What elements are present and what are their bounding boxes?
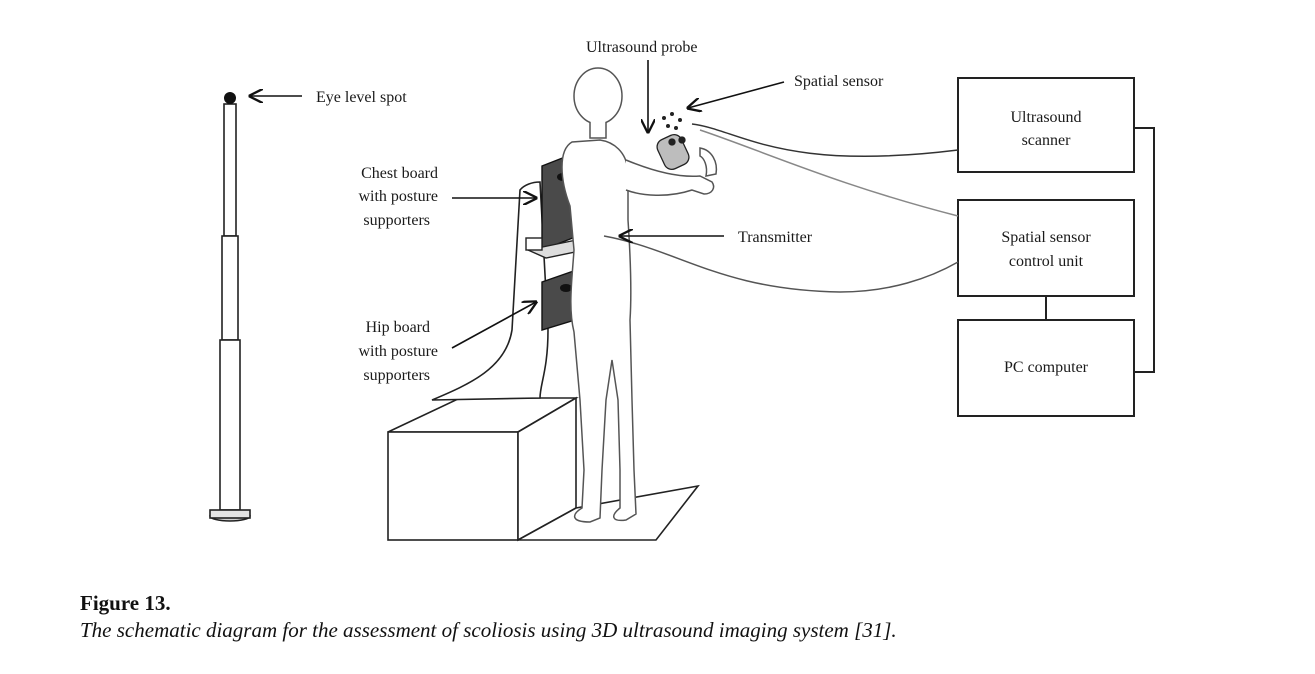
- posture-stand: [387, 181, 700, 542]
- label-chest-board-line1: Chest board: [361, 165, 438, 182]
- eye-level-pole: [209, 103, 251, 522]
- ultrasound-probe: [656, 133, 690, 171]
- spatial-sensor-marker: [662, 112, 682, 130]
- human-figure: [561, 67, 718, 523]
- figure-caption: Figure 13. The schematic diagram for the…: [80, 590, 1260, 644]
- label-hip-board-line1: Hip board: [366, 319, 430, 336]
- label-hip-board-line2: with posture: [358, 343, 438, 360]
- arrow-spatial-sensor: [688, 81, 785, 108]
- spatial-sensor-control-unit-label-line1: Spatial sensor: [1001, 229, 1091, 246]
- label-chest-board-line3: supporters: [363, 212, 430, 229]
- spatial-sensor-control-unit-box: [957, 199, 1135, 297]
- ultrasound-scanner-label-line2: scanner: [1022, 132, 1072, 149]
- ultrasound-scanner-label-line1: Ultrasound: [1010, 109, 1081, 126]
- caption-text: The schematic diagram for the assessment…: [80, 618, 897, 642]
- ultrasound-scanner-box: [957, 77, 1135, 173]
- pc-computer-label: PC computer: [1004, 359, 1089, 376]
- caption-title: Figure 13.: [80, 591, 171, 615]
- label-eye-level-spot: Eye level spot: [316, 89, 407, 106]
- cables: [603, 123, 959, 293]
- label-spatial-sensor: Spatial sensor: [794, 73, 884, 90]
- label-ultrasound-probe: Ultrasound probe: [586, 39, 698, 56]
- spatial-sensor-control-unit-label-line2: control unit: [1009, 253, 1084, 270]
- pc-computer-box: [957, 319, 1135, 417]
- arrow-hip-board: [451, 302, 536, 349]
- scoliosis-ultrasound-diagram: Ultrasound scanner Spatial sensor contro…: [209, 39, 1155, 542]
- label-transmitter: Transmitter: [738, 229, 813, 246]
- box-connectors: [1045, 127, 1155, 373]
- label-chest-board-line2: with posture: [358, 188, 438, 205]
- label-hip-board-line3: supporters: [363, 367, 430, 384]
- eye-level-spot-dot: [224, 92, 236, 104]
